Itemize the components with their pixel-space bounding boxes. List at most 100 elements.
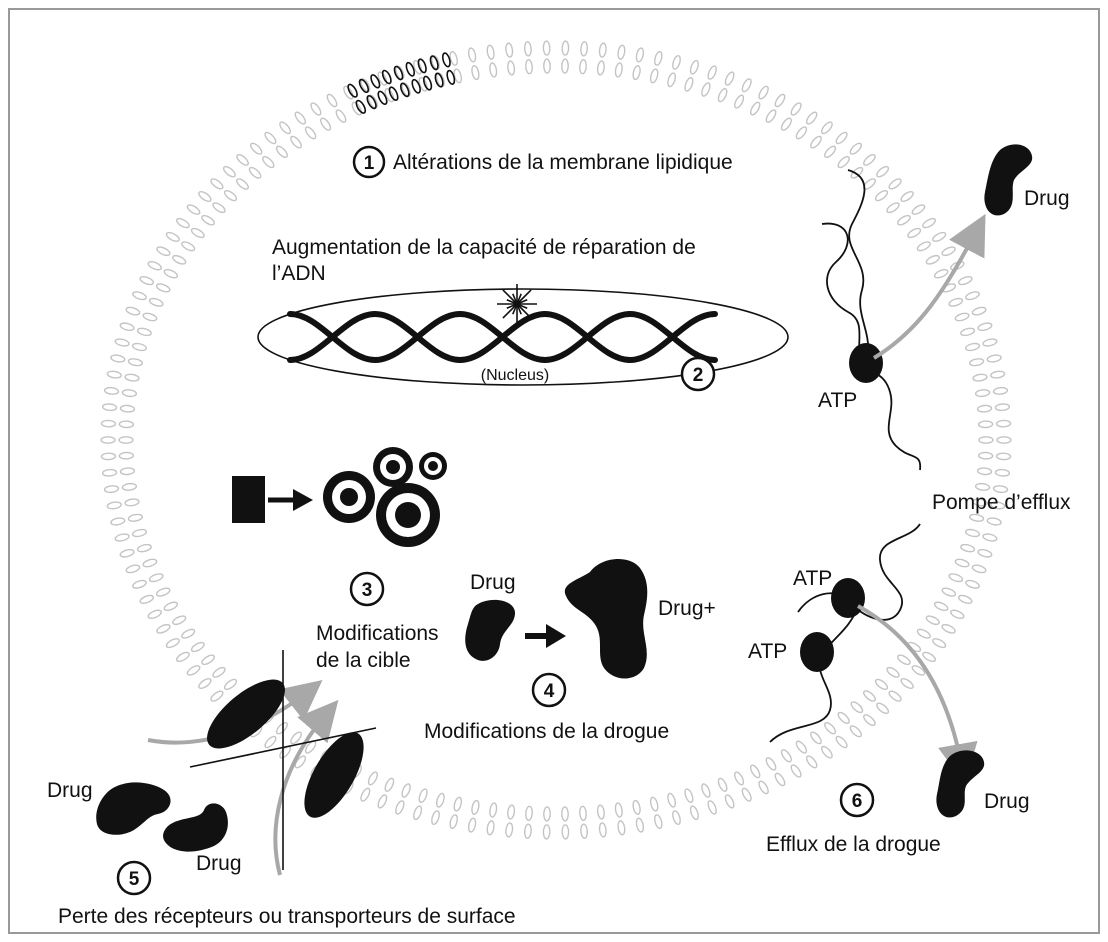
lipid-molecule (212, 202, 226, 214)
lipid-molecule (992, 386, 1009, 395)
lipid-molecule (155, 587, 171, 597)
lipid-molecule (837, 156, 850, 169)
lipid-molecule (139, 594, 155, 605)
lipid-molecule (579, 59, 587, 75)
altered-lipid (381, 69, 392, 85)
lipid-molecule (922, 651, 937, 663)
lipid-molecule (147, 609, 162, 620)
lipid-molecule (758, 780, 769, 795)
lipid-molecule (156, 246, 171, 257)
lipid-molecule (505, 822, 514, 838)
lipid-molecule (103, 485, 120, 494)
lipid-molecule (248, 166, 262, 179)
lipid-molecule (201, 654, 215, 666)
lipid-molecule (916, 241, 931, 252)
lipid-molecule (190, 227, 205, 239)
lipid-molecule (139, 275, 155, 286)
lipid-molecule (367, 771, 378, 786)
lipid-molecule (948, 297, 964, 307)
lipid-molecule (449, 50, 458, 66)
lipid-molecule (431, 810, 440, 826)
target-modification-label-line2: de la cible (316, 649, 411, 672)
lipid-molecule (986, 517, 1002, 526)
lipid-molecule (925, 615, 940, 626)
drug-modification-label: Modifications de la drogue (424, 720, 669, 743)
lipid-molecule (964, 528, 981, 538)
lipid-molecule (957, 275, 973, 286)
lipid-molecule (435, 792, 445, 808)
lipid-molecule (262, 156, 275, 169)
svg-text:5: 5 (129, 869, 140, 890)
altered-lipid (441, 52, 451, 68)
lipid-molecule (749, 764, 761, 779)
lipid-molecule (181, 628, 196, 639)
lipid-molecule (824, 721, 837, 735)
lipid-molecule (384, 777, 395, 792)
lipid-molecule (100, 452, 117, 461)
lipid-molecule (119, 549, 135, 558)
lipid-molecule (707, 800, 717, 815)
lipid-molecule (810, 731, 822, 745)
lipid-molecule (968, 358, 985, 367)
altered-lipid (429, 55, 439, 71)
lipid-molecule (142, 558, 158, 568)
lipid-molecule (580, 41, 589, 57)
lipid-molecule (486, 820, 495, 836)
altered-lipid (405, 61, 416, 77)
lipid-molecule (957, 594, 973, 605)
lipid-molecule (876, 702, 890, 715)
lipid-molecule (147, 260, 162, 271)
lipid-molecule (780, 117, 792, 131)
lipid-molecule (127, 358, 144, 367)
lipid-molecule (561, 58, 569, 74)
lipid-molecule (119, 322, 135, 331)
modified-drug-icon (564, 559, 648, 679)
drug-efflux-label: Efflux de la drogue (766, 833, 941, 856)
lipid-molecule (598, 822, 607, 838)
efflux-pump-top (821, 169, 922, 471)
lipid-molecule (907, 227, 922, 239)
lipid-molecule (395, 800, 405, 815)
lipid-molecule (689, 805, 699, 821)
efflux-pump-label: Pompe d’efflux (932, 491, 1071, 514)
lipid-molecule (741, 78, 752, 93)
lipid-molecule (724, 71, 735, 86)
svg-text:1: 1 (364, 153, 375, 174)
lipid-molecule (275, 721, 288, 735)
altered-lipid (417, 58, 427, 74)
lipid-molecule (971, 564, 987, 574)
step-4-badge: 4 (531, 672, 567, 708)
lipid-molecule (210, 690, 224, 702)
step-3-badge: 3 (349, 571, 385, 607)
lipid-molecule (614, 62, 623, 78)
lipid-molecule (125, 306, 141, 316)
lipid-molecule (320, 117, 332, 131)
lipid-molecule (765, 109, 777, 123)
lipid-molecule (236, 178, 249, 190)
lipid-molecule (106, 501, 122, 510)
lipid-molecule (649, 68, 659, 84)
lipid-molecule (198, 191, 212, 202)
lipid-molecule (974, 482, 991, 491)
lipid-molecule (996, 436, 1012, 444)
lipid-molecule (911, 665, 926, 676)
lipid-molecule (236, 153, 249, 166)
lipid-molecule (148, 297, 164, 307)
lipid-molecule (413, 805, 423, 821)
lipid-molecule (900, 191, 914, 202)
lipid-molecule (933, 268, 949, 279)
lipid-molecule (954, 312, 970, 322)
lipid-molecule (326, 93, 338, 108)
lipid-molecule (850, 166, 864, 179)
lipid-molecule (992, 485, 1009, 494)
lipid-molecule (978, 436, 994, 444)
lipid-molecule (212, 666, 226, 678)
lipid-molecule (897, 214, 911, 226)
lipid-molecule (911, 204, 926, 215)
lipid-molecule (701, 783, 711, 798)
lipid-molecule (667, 792, 677, 808)
svg-text:4: 4 (544, 681, 555, 702)
lipid-molecule (525, 59, 533, 75)
lipid-molecule (101, 468, 118, 477)
lipid-molecule (614, 802, 623, 818)
